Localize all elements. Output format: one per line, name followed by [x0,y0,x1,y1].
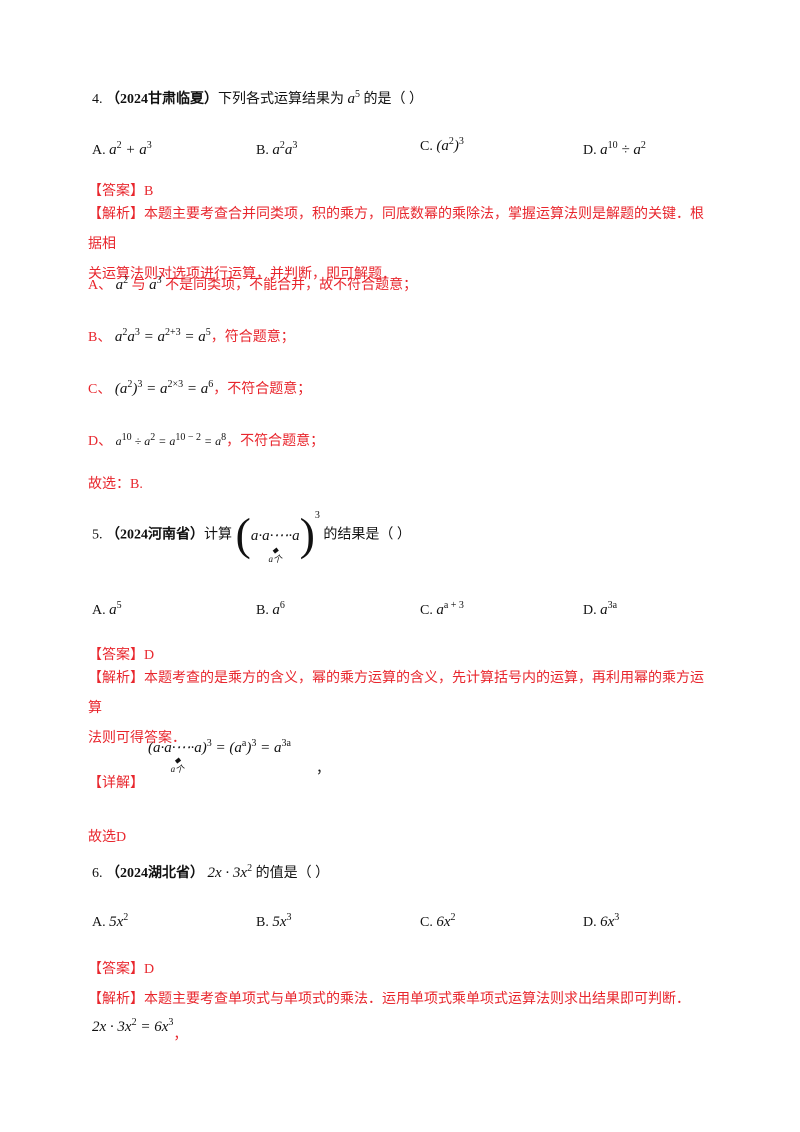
q4-option-c-expr: (a2)3 [436,136,464,154]
q5-answer: 【答案】D [88,648,155,663]
q5-choice: 故选D [88,830,127,845]
q4-analysis-label: 【解析】 [88,207,144,222]
q6-option-a[interactable]: A. 5x2 [92,912,129,930]
q4-target-expr: a5 [347,89,361,107]
q6-stem-post: 的值是（ ） [255,866,330,881]
q5-option-c[interactable]: C. aa + 3 [420,600,464,618]
q4-choice: 故选：B. [88,477,143,492]
q5-option-a-expr: a5 [109,600,122,618]
q4-option-d[interactable]: D. a10 ÷ a2 [583,140,646,158]
q4-line-b: B、 a2a3 = a2+3 = a5，符合题意； [88,327,295,345]
q5-stem: 5. （2024河南省）计算 (a·a·⋯·a⬥a个)3 的结果是（ ） [92,509,732,572]
q4-line-d: D、 a10 ÷ a2 = a10 − 2 = a8，不符合题意； [88,432,325,449]
q6-analysis: 【解析】本题主要考查单项式与单项式的乘法．运用单项式乘单项式运算法则求出结果即可… [88,988,728,1008]
q4-line-d-expr: a10 ÷ a2 = a10 − 2 = a8 [115,432,227,448]
q4-analysis-text2: 关运算法则对选项进行运算，并判断，即可解题． [88,267,396,282]
q4-stem-post: 的是（ ） [363,92,424,107]
q5-analysis-text2: 法则可得答案． [88,731,186,746]
q4-line-b-expr: a2a3 = a2+3 = a5 [114,327,211,345]
q5-under-label: a个 [268,553,282,564]
q4-option-d-expr: a10 ÷ a2 [600,140,646,158]
q6-option-c-expr: 6x2 [436,912,456,930]
q6-option-a-expr: 5x2 [109,912,129,930]
q6-number: 6. [92,866,103,881]
q5-analysis-text1: 本题考查的是乘方的含义，幂的乘方运算的含义，先计算括号内的运算，再利用幂的乘方运… [88,671,704,716]
q5-number: 5. [92,527,103,543]
q4-option-c[interactable]: C. (a2)3 [420,136,464,154]
q6-option-b[interactable]: B. 5x3 [256,912,292,930]
q6-result-expr: 2x · 3x2 = 6x3 [92,1017,174,1035]
q4-option-a[interactable]: A. a2 + a3 [92,140,152,158]
q5-option-b-expr: a6 [272,600,285,618]
q6-option-c[interactable]: C. 6x2 [420,912,456,930]
q5-detail: 【详解】 (a·a·⋯·a⬥a个)3 = (aa)3 = a3a ， [88,738,728,798]
q4-analysis: 【解析】本题主要考查合并同类项，积的乘方，同底数幂的乘除法，掌握运算法则是解题的… [88,200,708,290]
q5-analysis-label: 【解析】 [88,671,144,686]
q6-answer: 【答案】D [88,962,155,977]
q6-expr: 2x · 3x2 [207,863,253,881]
q6-source: （2024湖北省） [106,866,204,881]
q4-source: （2024甘肃临夏） [106,92,218,107]
q6-option-b-expr: 5x3 [272,912,292,930]
q6-analysis-label: 【解析】 [88,992,144,1007]
q5-stem-pre: 计算 [204,527,232,543]
q5-option-d-expr: a3a [600,600,618,618]
q5-option-d[interactable]: D. a3a [583,600,618,618]
q5-option-c-expr: aa + 3 [436,600,464,618]
q4-line-c-expr: (a2)3 = a2×3 = a6 [114,379,214,397]
q4-line-a-expr1: a2 [115,275,129,293]
q4-answer: 【答案】B [88,184,154,199]
q4-line-a: A、 a2 与 a3 不是同类项，不能合并，故不符合题意； [88,275,418,293]
q4-stem-pre: 下列各式运算结果为 [218,92,344,107]
q5-expr: (a·a·⋯·a⬥a个)3 [235,509,320,564]
q4-line-a-expr2: a3 [149,275,162,293]
q6-result: 2x · 3x2 = 6x3， [92,1016,732,1043]
q5-detail-post: ， [316,762,330,777]
q5-detail-label: 【详解】 [88,776,144,791]
q5-under-brace-icon: ⬥ [272,544,279,555]
q5-source: （2024河南省） [106,527,204,543]
q4-line-c: C、 (a2)3 = a2×3 = a6，不符合题意； [88,379,312,397]
q4-number: 4. [92,92,103,107]
q5-detail-brace-icon: ⬥ [174,755,181,765]
q6-option-d-expr: 6x3 [600,912,620,930]
q5-detail-expr: (a·a·⋯·a⬥a个)3 = (aa)3 = a3a [148,738,291,774]
q6-stem: 6. （2024湖北省） 2x · 3x2 的值是（ ） [92,862,732,882]
q5-analysis: 【解析】本题考查的是乘方的含义，幂的乘方运算的含义，先计算括号内的运算，再利用幂… [88,664,708,754]
q4-stem: 4. （2024甘肃临夏）下列各式运算结果为 a5 的是（ ） [92,88,732,108]
q5-stem-post: 的结果是（ ） [323,527,411,543]
q5-option-b[interactable]: B. a6 [256,600,285,618]
q4-analysis-text1: 本题主要考查合并同类项，积的乘方，同底数幂的乘除法，掌握运算法则是解题的关键．根… [88,207,704,252]
q4-option-b[interactable]: B. a2a3 [256,140,298,158]
q6-result-post: ， [173,1028,188,1043]
q6-option-d[interactable]: D. 6x3 [583,912,620,930]
q5-option-a[interactable]: A. a5 [92,600,122,618]
q6-analysis-text: 本题主要考查单项式与单项式的乘法．运用单项式乘单项式运算法则求出结果即可判断． [144,992,690,1007]
q4-option-a-expr: a2 + a3 [109,140,152,158]
q4-option-b-expr: a2a3 [272,140,298,158]
